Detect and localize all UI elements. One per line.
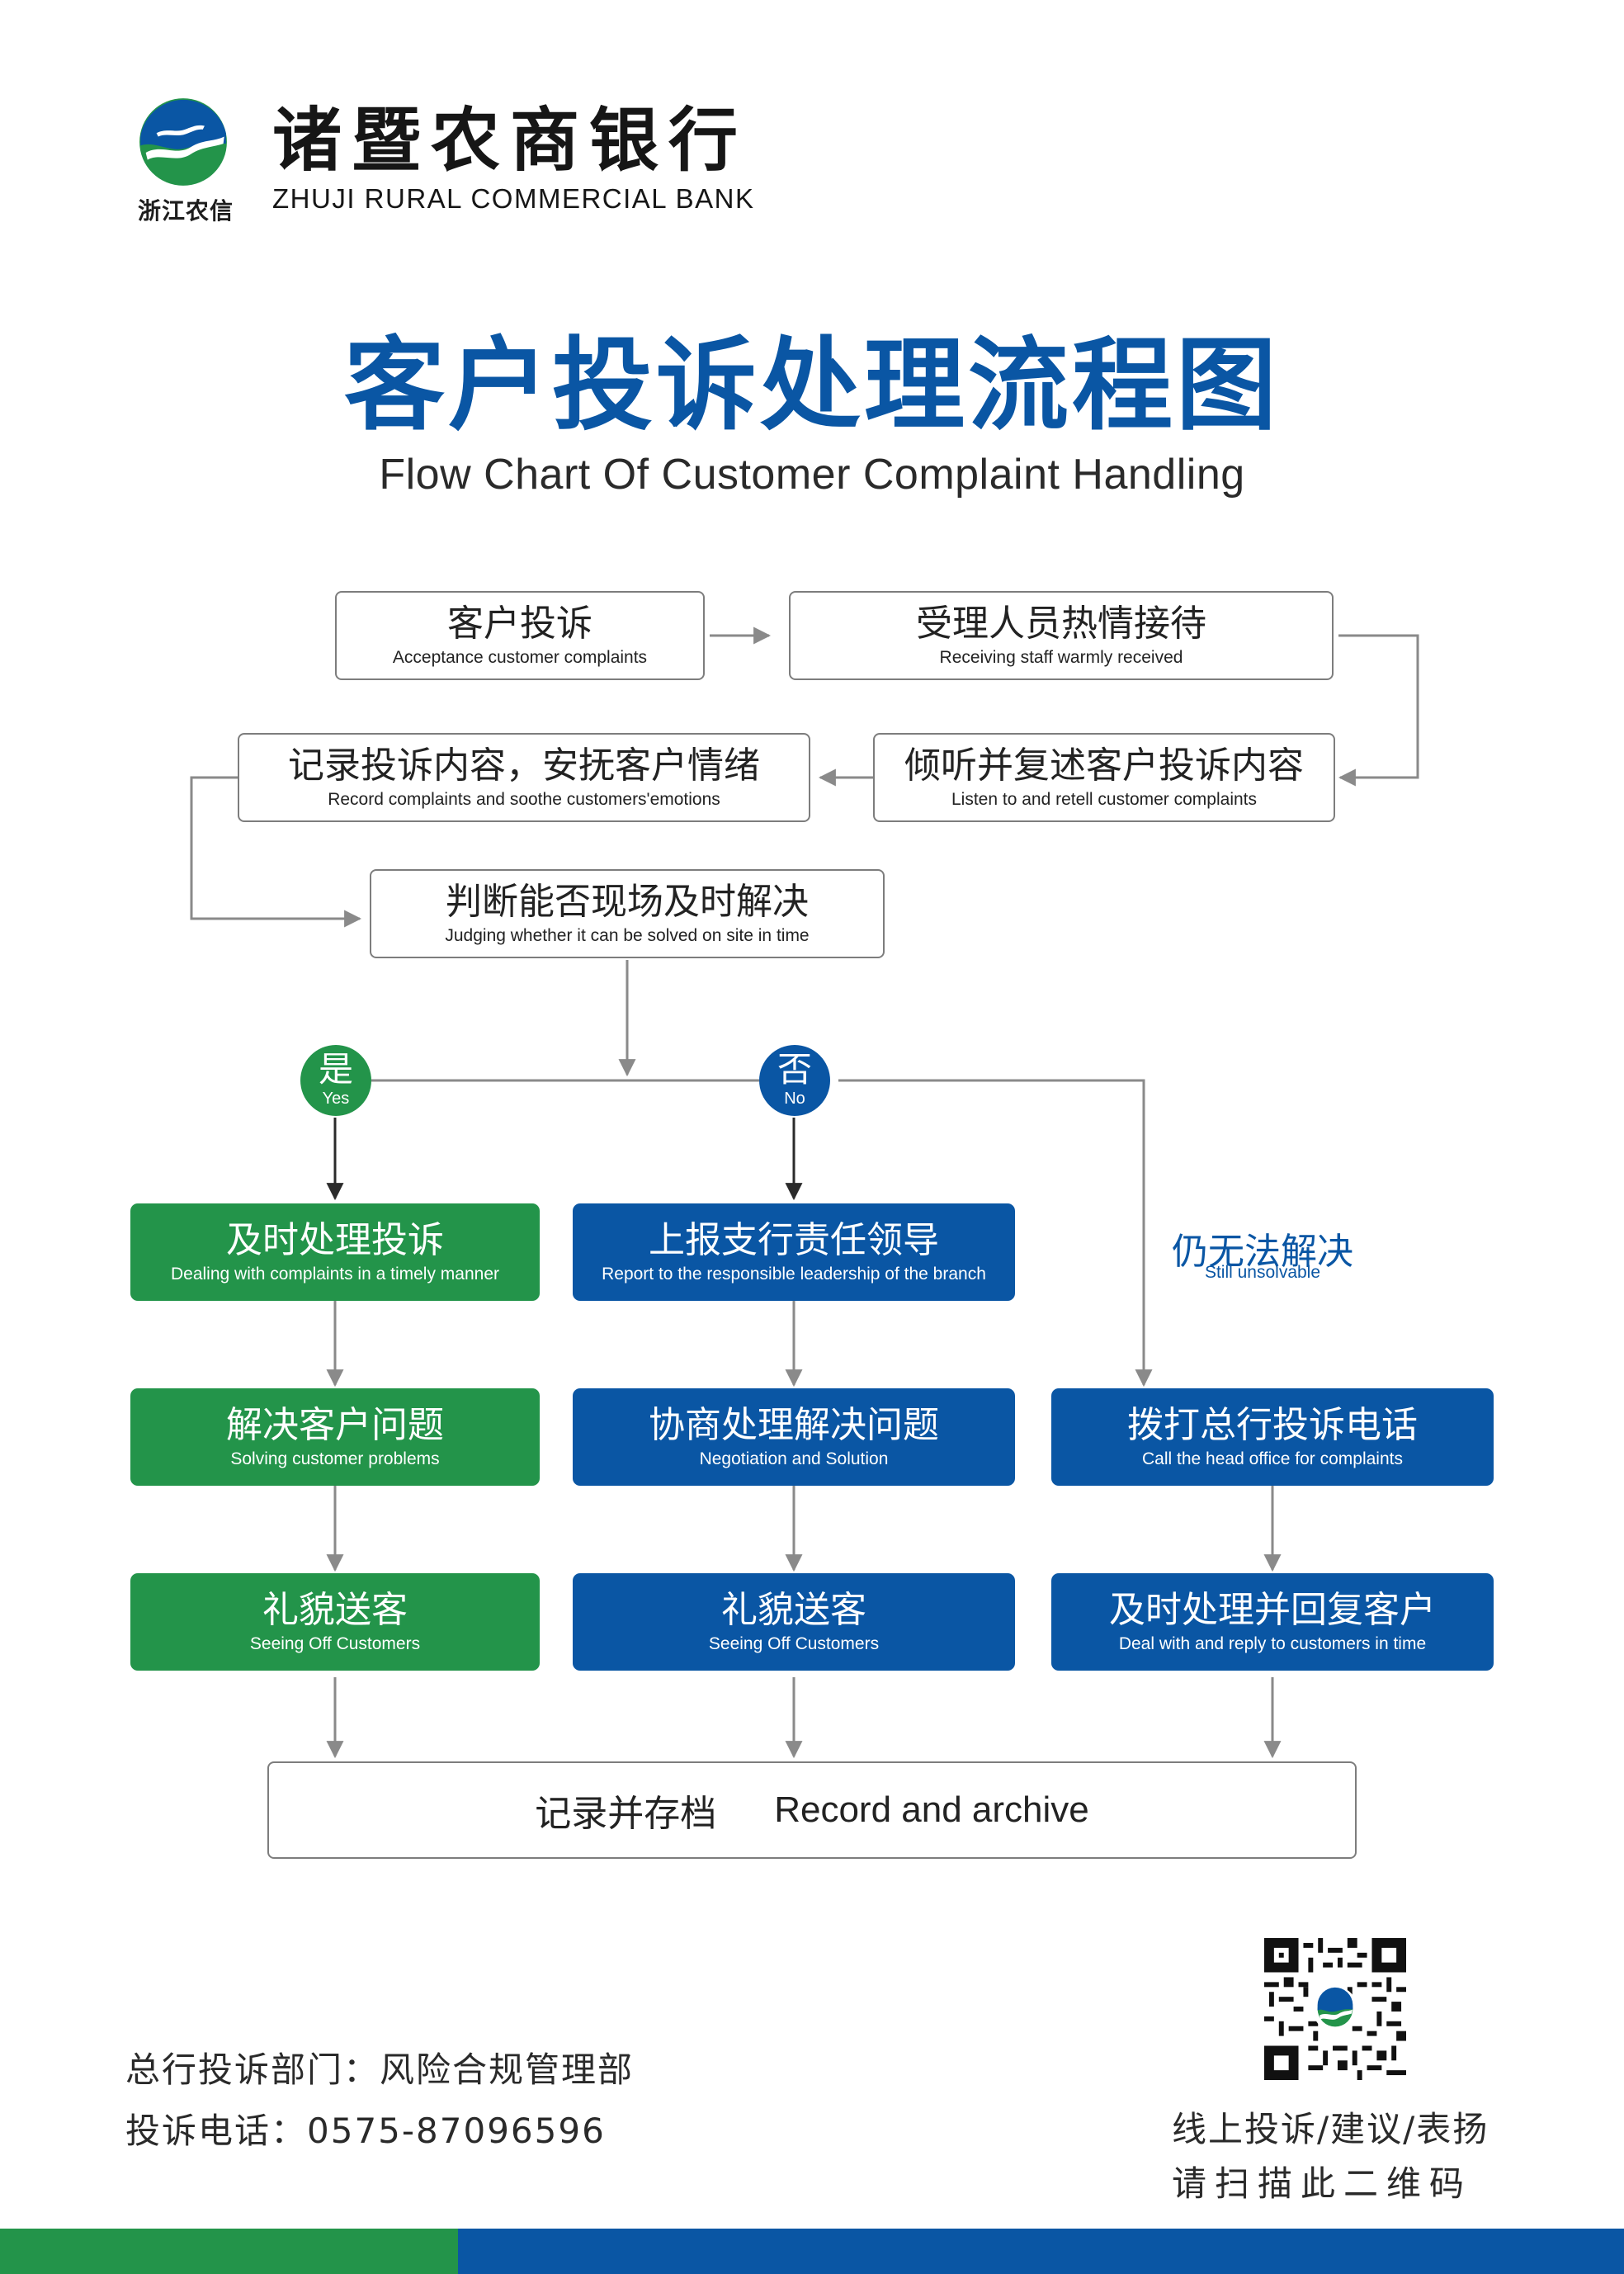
step-label-cn: 记录投诉内容，安抚客户情绪 xyxy=(288,745,760,787)
step-judge-on-site: 判断能否现场及时解决 Judging whether it can be sol… xyxy=(370,869,885,958)
step-label-cn: 协商处理解决问题 xyxy=(649,1404,939,1447)
step-label-en: Solving customer problems xyxy=(230,1449,440,1468)
step-label-en: Negotiation and Solution xyxy=(699,1449,889,1468)
step-label-cn: 判断能否现场及时解决 xyxy=(446,881,809,924)
step-label-en: Record complaints and soothe customers'e… xyxy=(328,789,720,809)
no-step-see-off: 礼貌送客 Seeing Off Customers xyxy=(573,1573,1015,1671)
step-label-cn: 倾听并复述客户投诉内容 xyxy=(904,745,1304,787)
no-step-report-leader: 上报支行责任领导 Report to the responsible leade… xyxy=(573,1203,1015,1301)
step-label-en: Listen to and retell customer complaints xyxy=(951,789,1257,809)
no-decision-badge: 否 No xyxy=(759,1045,830,1116)
step-staff-reception: 受理人员热情接待 Receiving staff warmly received xyxy=(789,591,1334,680)
head-step-call-office: 拨打总行投诉电话 Call the head office for compla… xyxy=(1051,1388,1494,1486)
footer-bar-blue xyxy=(458,2229,1624,2274)
no-step-negotiate: 协商处理解决问题 Negotiation and Solution xyxy=(573,1388,1015,1486)
logo-caption: 浙江农信 xyxy=(137,197,234,225)
archive-label-cn: 记录并存档 xyxy=(535,1793,717,1835)
step-label-en: Receiving staff warmly received xyxy=(939,647,1183,667)
step-label-cn: 礼貌送客 xyxy=(721,1589,866,1632)
yes-decision-badge: 是 Yes xyxy=(300,1045,371,1116)
step-label-en: Report to the responsible leadership of … xyxy=(602,1264,986,1284)
still-unsolvable-label-en: Still unsolvable xyxy=(1204,1263,1321,1282)
head-step-reply-customer: 及时处理并回复客户 Deal with and reply to custome… xyxy=(1051,1573,1494,1671)
no-label-cn: 否 xyxy=(777,1049,812,1090)
step-label-en: Deal with and reply to customers in time xyxy=(1118,1633,1427,1653)
yes-step-timely-handle: 及时处理投诉 Dealing with complaints in a time… xyxy=(130,1203,540,1301)
bank-name-cn: 诸暨农商银行 xyxy=(272,99,748,181)
step-customer-complaint: 客户投诉 Acceptance customer complaints xyxy=(335,591,705,680)
bank-logo-icon xyxy=(139,98,227,186)
step-label-en: Acceptance customer complaints xyxy=(392,647,648,667)
step-label-cn: 及时处理投诉 xyxy=(226,1219,444,1262)
qr-caption-line2: 请扫描此二维码 xyxy=(1172,2163,1473,2204)
qr-caption-line1: 线上投诉/建议/表扬 xyxy=(1172,2109,1489,2149)
step-label-en: Judging whether it can be solved on site… xyxy=(445,925,810,945)
complaint-department: 总行投诉部门：风险合规管理部 xyxy=(125,2049,635,2090)
step-label-cn: 受理人员热情接待 xyxy=(916,603,1206,645)
step-label-en: Seeing Off Customers xyxy=(249,1633,421,1653)
connector-4-5 xyxy=(190,776,362,928)
yes-step-see-off: 礼貌送客 Seeing Off Customers xyxy=(130,1573,540,1671)
yes-label-cn: 是 xyxy=(318,1049,353,1090)
step-label-en: Call the head office for complaints xyxy=(1142,1449,1403,1468)
still-unsolvable-label-cn: 仍无法解决 xyxy=(1172,1231,1353,1273)
step-label-cn: 礼貌送客 xyxy=(262,1589,408,1632)
step-listen-retell: 倾听并复述客户投诉内容 Listen to and retell custome… xyxy=(873,733,1335,822)
footer-bar-green xyxy=(0,2229,458,2274)
step-label-cn: 及时处理并回复客户 xyxy=(1109,1589,1436,1632)
split-line-head-office xyxy=(838,1079,1153,1388)
page-title: 客户投诉处理流程图 xyxy=(344,327,1280,444)
yes-step-solve-problem: 解决客户问题 Solving customer problems xyxy=(130,1388,540,1486)
step-label-en: Dealing with complaints in a timely mann… xyxy=(170,1264,499,1284)
page-subtitle: Flow Chart Of Customer Complaint Handlin… xyxy=(379,451,1245,499)
step-label-cn: 上报支行责任领导 xyxy=(649,1219,939,1262)
yes-label-en: Yes xyxy=(322,1090,350,1108)
step-label-cn: 拨打总行投诉电话 xyxy=(1127,1404,1418,1447)
qr-code-icon[interactable] xyxy=(1264,1938,1406,2080)
step-record-soothe: 记录投诉内容，安抚客户情绪 Record complaints and soot… xyxy=(238,733,810,822)
bank-name-en: ZHUJI RURAL COMMERCIAL BANK xyxy=(272,183,755,214)
step-label-en: Seeing Off Customers xyxy=(708,1633,880,1653)
step-label-cn: 解决客户问题 xyxy=(226,1404,444,1447)
archive-label-en: Record and archive xyxy=(774,1789,1089,1830)
complaint-phone: 投诉电话：0575-87096596 xyxy=(125,2111,606,2151)
step-record-archive: 记录并存档 Record and archive xyxy=(267,1761,1357,1859)
step-label-cn: 客户投诉 xyxy=(447,603,592,645)
no-label-en: No xyxy=(784,1090,805,1108)
connector-2-3 xyxy=(1338,634,1419,787)
